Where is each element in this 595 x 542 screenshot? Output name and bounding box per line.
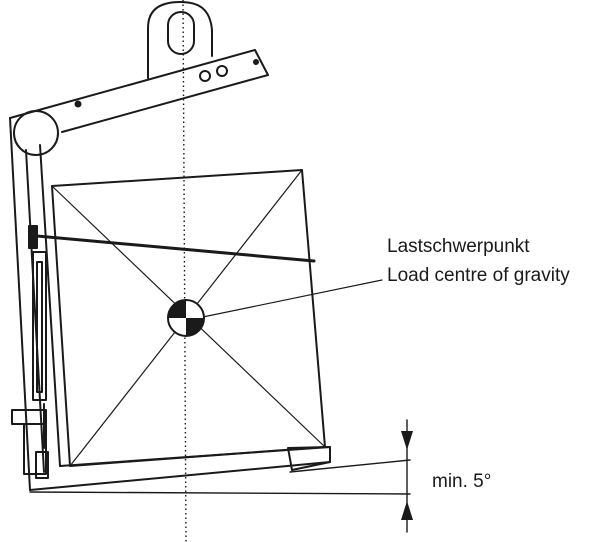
lifting-eye	[147, 1, 213, 79]
angle-line-horizontal	[29, 491, 411, 495]
angle-line-inclined	[289, 459, 411, 473]
centre-line	[182, 0, 187, 542]
centre-of-gravity-symbol	[167, 299, 205, 337]
angle-label: min. 5°	[432, 471, 492, 492]
beam-hole-2	[216, 65, 228, 77]
left-frame-mid	[25, 149, 45, 473]
bottom-fork-tip	[291, 461, 331, 471]
beam-hole-1	[199, 70, 211, 82]
beam-hole-small	[74, 100, 82, 108]
left-frame-inner	[39, 144, 61, 467]
beam-hole-3	[253, 59, 259, 65]
clamp-bracket	[28, 225, 38, 249]
dimension-arrow-bottom	[401, 501, 413, 520]
bottom-fork-inner	[59, 446, 331, 467]
gravity-label-english: Load centre of gravity	[387, 265, 570, 286]
gravity-label-german: Lastschwerpunkt	[387, 236, 530, 257]
lifting-eye-slot	[167, 11, 195, 55]
dimension-arrow-top	[401, 431, 413, 450]
clamp-lower-knob	[35, 451, 49, 479]
vertical-guide-slot	[36, 261, 43, 393]
bottom-fork	[29, 446, 331, 491]
gravity-leader-line	[197, 279, 383, 319]
load-bar	[35, 234, 316, 263]
upper-beam	[9, 49, 269, 133]
corner-roller	[13, 110, 59, 156]
vertical-guide	[32, 251, 47, 401]
left-frame-outer	[9, 117, 31, 491]
